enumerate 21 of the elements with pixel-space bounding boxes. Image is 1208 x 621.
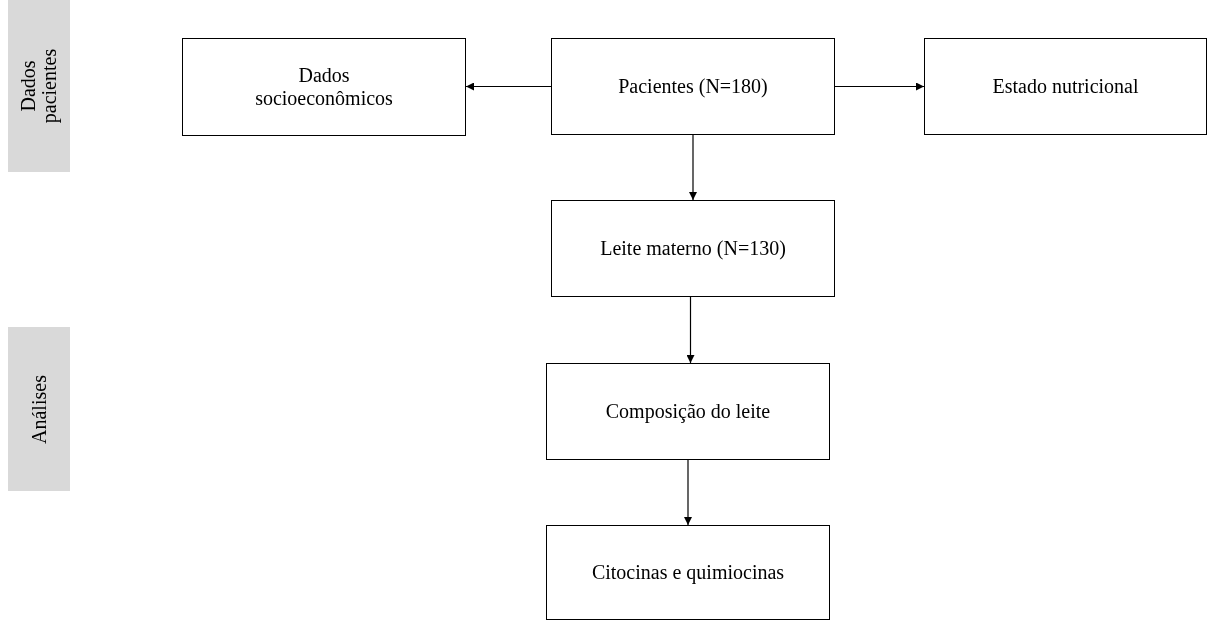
process-box: [546, 525, 830, 620]
arrow: [684, 459, 692, 526]
box-label: Composição do leite: [604, 400, 772, 423]
section-label: Análises: [28, 374, 50, 444]
arrow: [686, 296, 695, 364]
box-label: Leite materno (N=130): [599, 237, 787, 260]
section-label: Dados pacientes: [18, 48, 60, 124]
section-band: [8, 0, 70, 172]
box-label: Dados socioeconômicos: [254, 64, 394, 110]
arrow: [465, 82, 552, 91]
box-label: Pacientes (N=180): [617, 75, 769, 98]
process-box: [182, 38, 466, 136]
arrow: [834, 82, 925, 91]
process-box: [924, 38, 1207, 135]
arrow: [689, 134, 697, 201]
process-box: [546, 363, 830, 460]
process-box: [551, 200, 835, 297]
box-label: Citocinas e quimiocinas: [590, 561, 786, 584]
section-band: [8, 327, 70, 491]
box-label: Estado nutricional: [991, 75, 1140, 98]
process-box: [551, 38, 835, 135]
